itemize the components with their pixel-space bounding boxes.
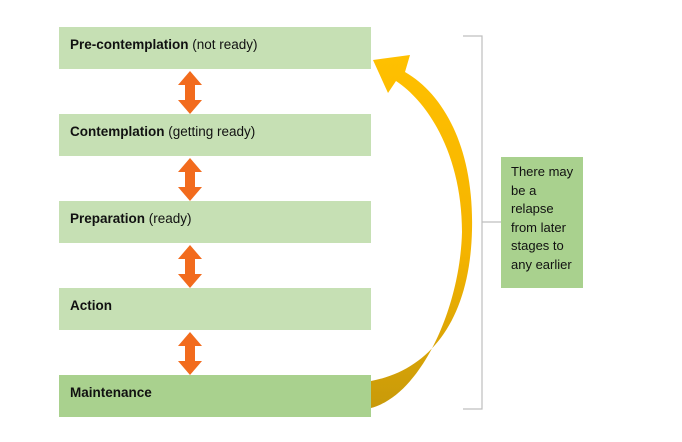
- note-line: stages to: [511, 238, 564, 253]
- note-line: be a: [511, 182, 537, 198]
- stage-name: Pre-contemplation: [70, 37, 189, 52]
- stage-contemplation: Contemplation (getting ready): [59, 114, 371, 156]
- bracket: [463, 35, 501, 410]
- stage-qualifier: (not ready): [188, 37, 258, 52]
- double-arrow-2-3: [178, 158, 202, 201]
- note-line: from later: [511, 219, 566, 235]
- stage-name: Maintenance: [70, 385, 152, 400]
- stage-action: Action: [59, 288, 371, 330]
- double-arrow-1-2: [178, 71, 202, 114]
- stage-name: Preparation: [70, 211, 146, 226]
- relapse-note: There may be a relapse from later stages…: [501, 157, 583, 288]
- note-line: any earlier: [511, 256, 572, 272]
- stage-preparation: Preparation (ready): [59, 201, 371, 243]
- note-line: relapse: [511, 201, 554, 216]
- note-line: There may: [511, 164, 574, 179]
- stage-qualifier: (getting ready): [164, 124, 256, 139]
- double-arrow-3-4: [178, 245, 202, 288]
- relapse-arrow: [371, 55, 473, 408]
- stage-pre-contemplation: Pre-contemplation (not ready): [59, 27, 371, 69]
- stage-qualifier: (ready): [145, 211, 192, 226]
- stage-name: Contemplation: [70, 124, 165, 139]
- double-arrow-4-5: [178, 332, 202, 375]
- stage-name: Action: [70, 298, 112, 313]
- stage-maintenance: Maintenance: [59, 375, 371, 417]
